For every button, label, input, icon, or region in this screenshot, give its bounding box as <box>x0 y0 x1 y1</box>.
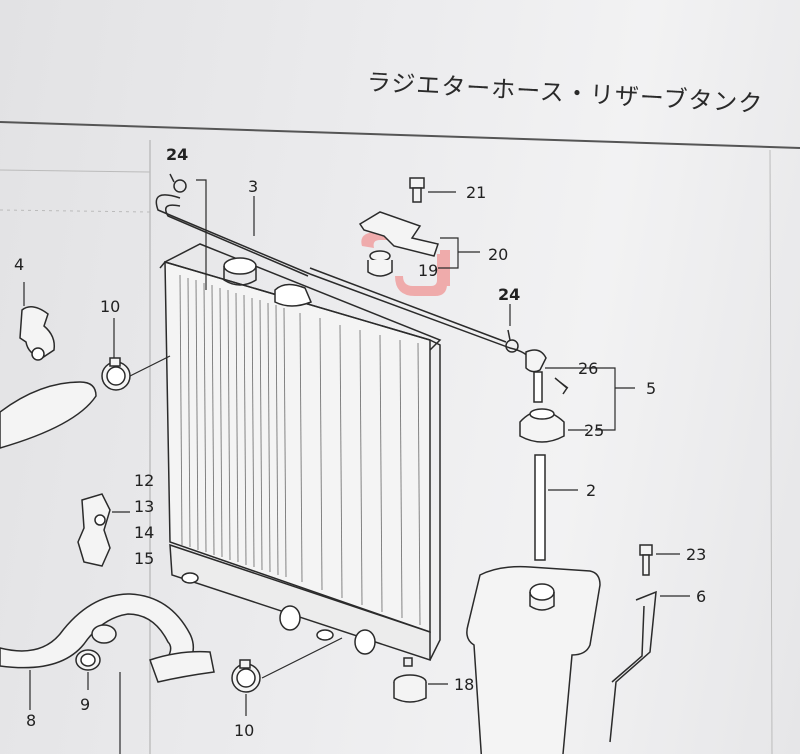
drain-plug <box>393 674 427 703</box>
callout-20: 20 <box>488 245 508 264</box>
callout-3: 3 <box>248 177 258 196</box>
callout-14: 14 <box>134 523 154 542</box>
callout-labels: 24 3 21 20 19 24 4 10 26 5 25 2 12 13 14… <box>14 145 706 740</box>
callout-15: 15 <box>134 549 154 568</box>
tube-fitting <box>525 349 568 395</box>
radiator-cushion <box>367 250 393 277</box>
callout-19: 19 <box>418 261 438 280</box>
callout-12: 12 <box>134 471 154 490</box>
upper-radiator-hose <box>0 381 97 449</box>
clip-24-right <box>505 329 519 353</box>
callout-13: 13 <box>134 497 154 516</box>
clip-24-upper <box>169 173 187 193</box>
callout-10-upper: 10 <box>100 297 120 316</box>
callout-8: 8 <box>26 711 36 730</box>
callout-6: 6 <box>696 587 706 606</box>
radiator-bracket <box>358 211 439 257</box>
callout-21: 21 <box>466 183 486 202</box>
callout-23: 23 <box>686 545 706 564</box>
bolt-23 <box>639 544 653 576</box>
callout-5: 5 <box>646 379 656 398</box>
reserve-tank-tube <box>534 454 546 561</box>
reserve-tank-cap <box>519 371 565 443</box>
bolt-21 <box>409 177 425 203</box>
callout-4: 4 <box>14 255 24 274</box>
lower-radiator-hose <box>0 593 215 683</box>
callout-26: 26 <box>578 359 598 378</box>
leader-lines <box>23 179 690 754</box>
clamp-assembly-12-15 <box>77 493 111 567</box>
callout-24: 24 <box>166 145 188 164</box>
hose-clamp-10-lower <box>231 659 261 693</box>
callout-24-right: 24 <box>498 285 520 304</box>
callout-10-lower: 10 <box>234 721 254 740</box>
hose-clamp-10-upper <box>101 357 131 391</box>
callout-9: 9 <box>80 695 90 714</box>
callout-2: 2 <box>586 481 596 500</box>
page-frame <box>0 121 800 754</box>
callout-25: 25 <box>584 421 604 440</box>
tank-bracket <box>609 590 657 743</box>
hose-clip-4 <box>19 306 56 361</box>
radiator-core <box>159 243 442 667</box>
hose-clamp-9 <box>75 624 117 671</box>
callout-18: 18 <box>454 675 474 694</box>
reserve-tank <box>466 565 601 754</box>
